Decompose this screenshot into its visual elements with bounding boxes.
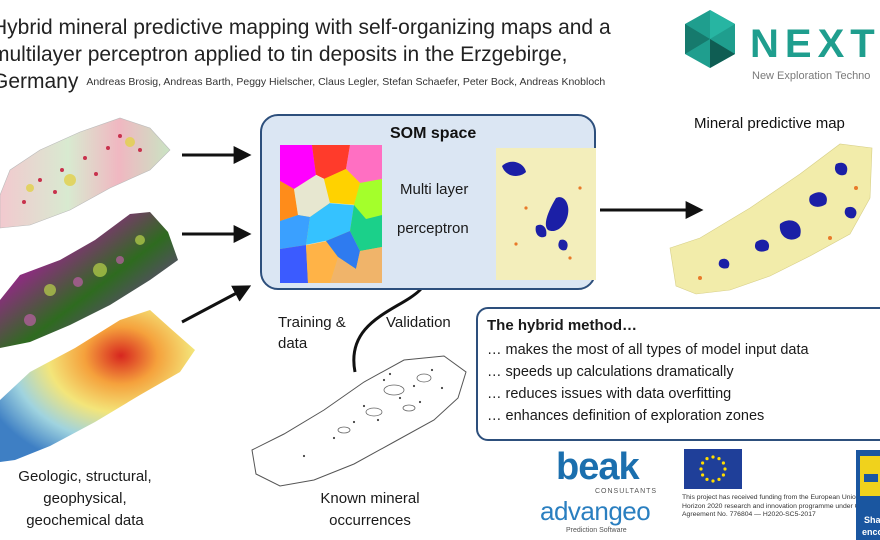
next-logo-tagline: New Exploration Techno — [752, 70, 871, 82]
poster-title: Hybrid mineral predictive mapping with s… — [0, 14, 652, 96]
share-badge-line-1: Sha — [864, 515, 880, 525]
input-data-label: Geologic, structural, geophysical, geoch… — [0, 466, 180, 532]
authors: Andreas Brosig, Andreas Barth, Peggy Hie… — [86, 75, 606, 88]
training-label-line-2: data — [278, 335, 308, 352]
hybrid-point: … reduces issues with data overfitting — [487, 386, 732, 402]
mineral-predictive-map — [669, 143, 873, 295]
geologic-map — [0, 117, 171, 229]
input-label-line-2: geophysical, — [43, 490, 127, 507]
title-line-2: multilayer perceptron applied to tin dep… — [0, 43, 568, 66]
known-occurrences-label: Known mineral occurrences — [300, 488, 440, 532]
next-logo-icon — [685, 10, 735, 68]
hybrid-method-box — [476, 307, 880, 441]
advangeo-logo-sub: Prediction Software — [566, 527, 627, 534]
title-line-3: Germany Andreas Brosig, Andreas Barth, Pe… — [0, 68, 652, 96]
validation-label: Validation — [386, 314, 451, 331]
mlp-label-line-1: Multi layer — [400, 181, 469, 198]
known-label-line-1: Known mineral — [320, 490, 420, 507]
input-label-line-1: Geologic, structural, — [18, 468, 152, 485]
title-line-1: Hybrid mineral predictive mapping with s… — [0, 16, 611, 39]
som-title: SOM space — [390, 125, 477, 142]
known-label-line-2: occurrences — [329, 512, 411, 529]
hybrid-point: … speeds up calculations dramatically — [487, 364, 734, 380]
input-label-line-3: geochemical data — [26, 512, 144, 529]
mlp-label-line-2: perceptron — [397, 220, 469, 237]
share-badge-icon — [856, 450, 880, 540]
share-badge-line-2: enco — [862, 527, 880, 537]
mlp-result-map — [496, 148, 596, 280]
hybrid-point: … enhances definition of exploration zon… — [487, 408, 765, 424]
known-occurrences-map — [251, 355, 467, 487]
hybrid-title: The hybrid method… — [487, 317, 637, 334]
hybrid-point: … makes the most of all types of model i… — [487, 342, 809, 358]
title-line-3-text: Germany — [0, 70, 79, 93]
input-data-maps — [0, 117, 195, 462]
structural-map — [0, 212, 178, 348]
next-logo-word: NEXT — [750, 22, 880, 66]
eu-funding-text: This project has received funding from t… — [682, 494, 872, 519]
som-cluster-map — [280, 145, 382, 283]
eu-flag-icon — [684, 449, 742, 489]
geophysical-map — [0, 310, 195, 462]
advangeo-logo: advangeo — [540, 496, 651, 526]
beak-logo-sub: CONSULTANTS — [595, 488, 658, 495]
beak-logo: beak — [556, 446, 640, 488]
training-label-line-1: Training & — [278, 314, 346, 331]
output-title: Mineral predictive map — [694, 115, 845, 132]
arrow-geophysical — [181, 285, 252, 324]
